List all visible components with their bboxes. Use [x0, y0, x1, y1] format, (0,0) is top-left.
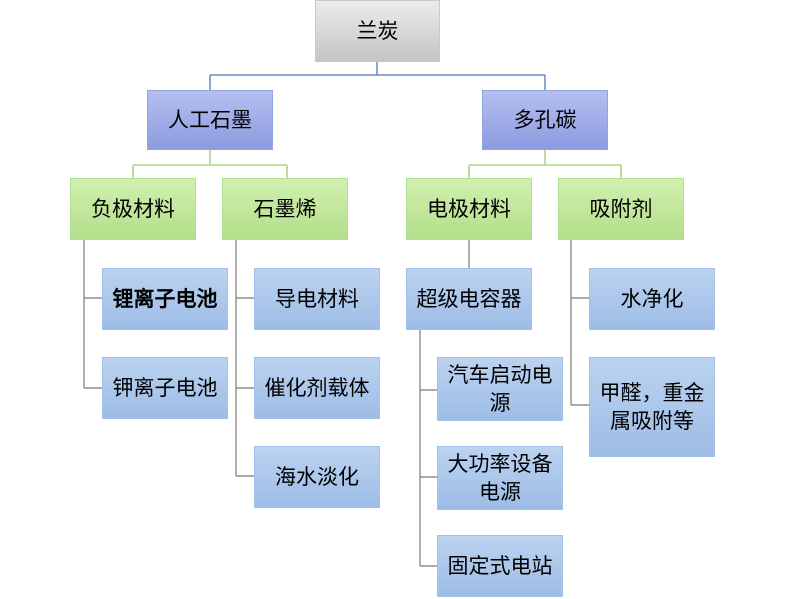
leaf-label: 汽车启动电源: [447, 363, 553, 415]
node-supercapacitor: 超级电容器: [406, 268, 532, 330]
root-connector: [209, 62, 546, 90]
leaf-catalyst-support: 催化剂载体: [254, 357, 380, 419]
leaf-label: 锂离子电池: [112, 287, 218, 311]
leaf-label: 大功率设备电源: [447, 452, 553, 504]
leaf-water-purification: 水净化: [589, 268, 715, 330]
node-label: 超级电容器: [416, 287, 522, 311]
leaf-label: 催化剂载体: [264, 376, 370, 400]
leaf-potassium-ion-battery: 钾离子电池: [102, 357, 228, 419]
node-label: 负极材料: [91, 197, 175, 221]
node-electrode-material: 电极材料: [406, 178, 532, 240]
node-label: 电极材料: [427, 197, 511, 221]
leaf-label: 钾离子电池: [112, 376, 218, 400]
leaf-label: 固定式电站: [447, 554, 553, 578]
leaf-label: 海水淡化: [275, 465, 359, 489]
node-artificial-graphite: 人工石墨: [147, 90, 273, 150]
leaf-desalination: 海水淡化: [254, 446, 380, 508]
leaf-lithium-ion-battery: 锂离子电池: [102, 268, 228, 330]
leaf-label: 导电材料: [275, 287, 359, 311]
leaf-label: 水净化: [620, 287, 684, 311]
node-label: 多孔碳: [513, 108, 577, 132]
node-label: 吸附剂: [589, 197, 653, 221]
leaf-connector: [83, 240, 589, 567]
leaf-label: 甲醛，重金属吸附等: [599, 381, 705, 433]
leaf-conductive-material: 导电材料: [254, 268, 380, 330]
leaf-high-power-equipment: 大功率设备电源: [437, 446, 563, 510]
root-node: 兰炭: [315, 0, 440, 62]
node-label: 石墨烯: [253, 197, 317, 221]
leaf-car-starter-power: 汽车启动电源: [437, 357, 563, 421]
node-adsorbent: 吸附剂: [558, 178, 684, 240]
leaf-formaldehyde-heavy-metal: 甲醛，重金属吸附等: [589, 357, 715, 457]
root-label: 兰炭: [356, 19, 399, 43]
node-porous-carbon: 多孔碳: [482, 90, 608, 150]
leaf-stationary-power-station: 固定式电站: [437, 535, 563, 597]
level1-connector: [132, 150, 622, 178]
node-label: 人工石墨: [168, 108, 252, 132]
node-graphene: 石墨烯: [222, 178, 348, 240]
node-anode-material: 负极材料: [70, 178, 196, 240]
